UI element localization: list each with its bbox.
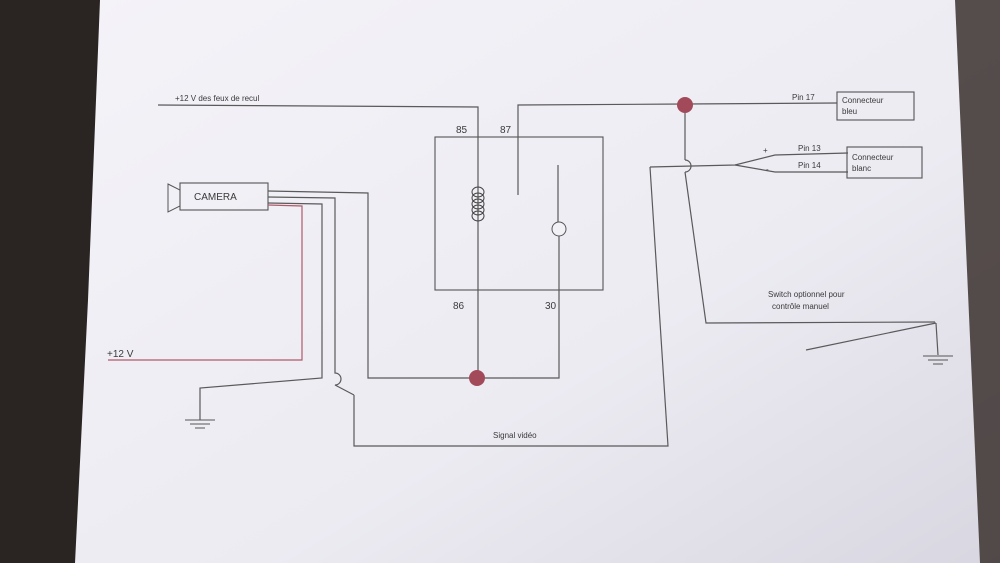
ground-left-icon (185, 419, 215, 429)
relay-pin-86: 86 (453, 301, 465, 312)
wire-pin-30 (476, 236, 560, 379)
connector-blue-label-2: bleu (842, 107, 857, 116)
relay-pin-87: 87 (500, 125, 512, 136)
wire-camera-video-2 (267, 196, 355, 396)
connector-white-box (846, 146, 923, 179)
label-backup-lights: +12 V des feux de recul (175, 94, 260, 103)
connector-white-label-1: Connecteur (852, 153, 894, 162)
connector-blue-box (836, 91, 915, 121)
label-minus: - (766, 165, 769, 174)
switch-lever (805, 322, 937, 351)
label-switch-2: contrôle manuel (772, 302, 829, 311)
relay-pin-30: 30 (545, 301, 557, 312)
paper (75, 0, 1000, 563)
relay-contact-circle (551, 221, 567, 237)
paper-shadow (955, 0, 1000, 563)
relay-coil (471, 186, 485, 222)
label-switch-1: Switch optionnel pour (768, 290, 845, 299)
label-pin-14: Pin 14 (798, 161, 821, 170)
wire-camera-ground (199, 202, 323, 420)
junction-bottom (469, 370, 485, 386)
label-plus: + (763, 146, 768, 155)
connector-white-label-2: blanc (852, 164, 871, 173)
wire-camera-power (108, 204, 303, 361)
wire-camera-video (267, 190, 478, 379)
wire-to-switch (684, 171, 936, 324)
wire-backup-lights (157, 104, 479, 375)
junction-top (677, 97, 693, 113)
relay-box (434, 136, 604, 291)
label-pin-17: Pin 17 (792, 93, 815, 102)
connector-blue-label-1: Connecteur (842, 96, 884, 105)
relay-pin-85: 85 (456, 125, 468, 136)
label-pin-13: Pin 13 (798, 144, 821, 153)
camera-icon (167, 182, 269, 213)
wire-pin-14 (734, 164, 848, 173)
label-video-signal: Signal vidéo (493, 431, 537, 440)
ground-right-icon (923, 355, 953, 365)
label-12v: +12 V (107, 349, 134, 360)
label-camera: CAMERA (194, 192, 237, 203)
wire-video-signal (353, 166, 669, 447)
wire-pin-13 (649, 152, 849, 168)
wire-switch-ground (935, 322, 939, 356)
wire-pin-17 (684, 102, 838, 105)
wire-pin-87 (517, 103, 686, 195)
